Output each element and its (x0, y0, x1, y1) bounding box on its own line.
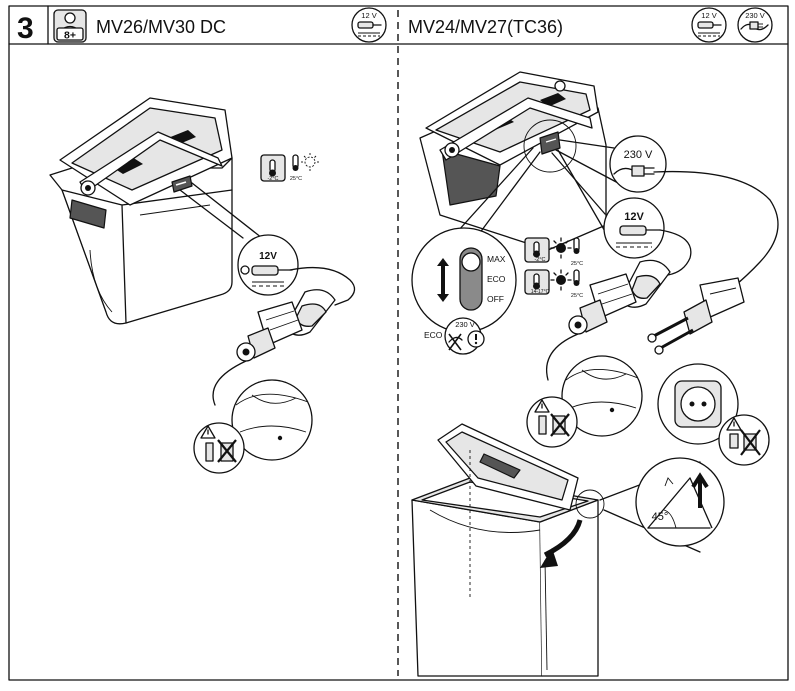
right-12v-badge-text: 12 V (701, 11, 716, 20)
outer-frame (8, 5, 789, 681)
dashboard-socket-view (561, 355, 643, 437)
car-plug-icon: 12 V (351, 7, 387, 43)
max-temp-label: -2°C (534, 257, 545, 263)
right-model-title: MV24/MV27(TC36) (408, 17, 563, 37)
right-callout-line (559, 139, 615, 149)
car-plug-icon: 12 V (691, 7, 727, 43)
left-callout-12v-text: 12V (259, 251, 277, 262)
no-icon (217, 439, 237, 463)
left-temp-label: -2°C (267, 176, 278, 182)
angle-callout: 45° (635, 457, 725, 547)
right-callout-line (475, 151, 541, 239)
switch-max-label: MAX (487, 254, 506, 264)
left-callout-line (179, 189, 244, 239)
right-12v-callout: 12V (603, 197, 665, 259)
left-12v-callout: 12V (237, 234, 299, 296)
warning-icon (193, 422, 245, 474)
thermometer-icon: -2°C 25°C (260, 154, 302, 182)
switch-eco-label: ECO (487, 274, 506, 284)
right-callout-230v-text: 230 V (624, 149, 653, 161)
user-age-icon: 8+ (53, 9, 87, 43)
step-number: 3 (17, 12, 34, 45)
warning-icon (526, 396, 578, 448)
right-230v-callout: 230 V (609, 135, 667, 193)
eco-230v-badge-text: 230 V (455, 320, 475, 329)
mains-cable (653, 170, 779, 291)
mains-plug-icon: 230 V (737, 7, 773, 43)
sun-icon (550, 269, 572, 291)
no-icon (550, 413, 570, 437)
right-cooler-illustration (419, 71, 607, 251)
no-icon (740, 429, 761, 456)
right-12v-cable (659, 229, 692, 276)
car-plug-icon (236, 289, 336, 362)
eco-ambient-label: 25°C (571, 293, 583, 299)
max-ambient-label: 25°C (571, 261, 583, 267)
dashboard-socket-view (231, 379, 313, 461)
left-12v-badge-text: 12 V (361, 11, 376, 20)
car-plug-icon (568, 259, 671, 335)
switch-off-label: OFF (487, 294, 504, 304)
thermometer-icon: -2°C (524, 237, 550, 263)
mains-plug-icon: 230 V (444, 317, 485, 355)
right-callout-line (557, 149, 611, 241)
left-cable (289, 266, 356, 306)
left-cooler-illustration (49, 97, 233, 325)
right-cable-pointer (546, 333, 579, 381)
open-cooler-illustration (411, 423, 605, 677)
right-callout-12v-text: 12V (624, 211, 644, 223)
right-callout-line (555, 149, 621, 185)
left-callout-line (191, 182, 263, 239)
thermometer-icon: 14-17°C (524, 269, 550, 295)
left-ambient-label: 25°C (290, 176, 302, 182)
socket-icon (657, 363, 739, 445)
arrow-icon (437, 258, 449, 302)
mode-switch-callout: MAX ECO OFF (411, 227, 517, 333)
angle-label: 45° (652, 511, 669, 523)
warning-icon (718, 414, 770, 466)
right-callout-line (551, 152, 606, 215)
left-model-title: MV26/MV30 DC (96, 17, 226, 37)
sun-icon (301, 153, 319, 171)
header-230v-badge-text: 230 V (745, 11, 765, 20)
sun-icon (550, 237, 572, 259)
age-badge-text: 8+ (64, 30, 76, 42)
eco-temp-label: 14-17°C (531, 289, 550, 295)
mains-plug (647, 277, 745, 355)
left-cable-pointer (212, 360, 247, 406)
eco-mode-label: ECO (424, 330, 443, 340)
